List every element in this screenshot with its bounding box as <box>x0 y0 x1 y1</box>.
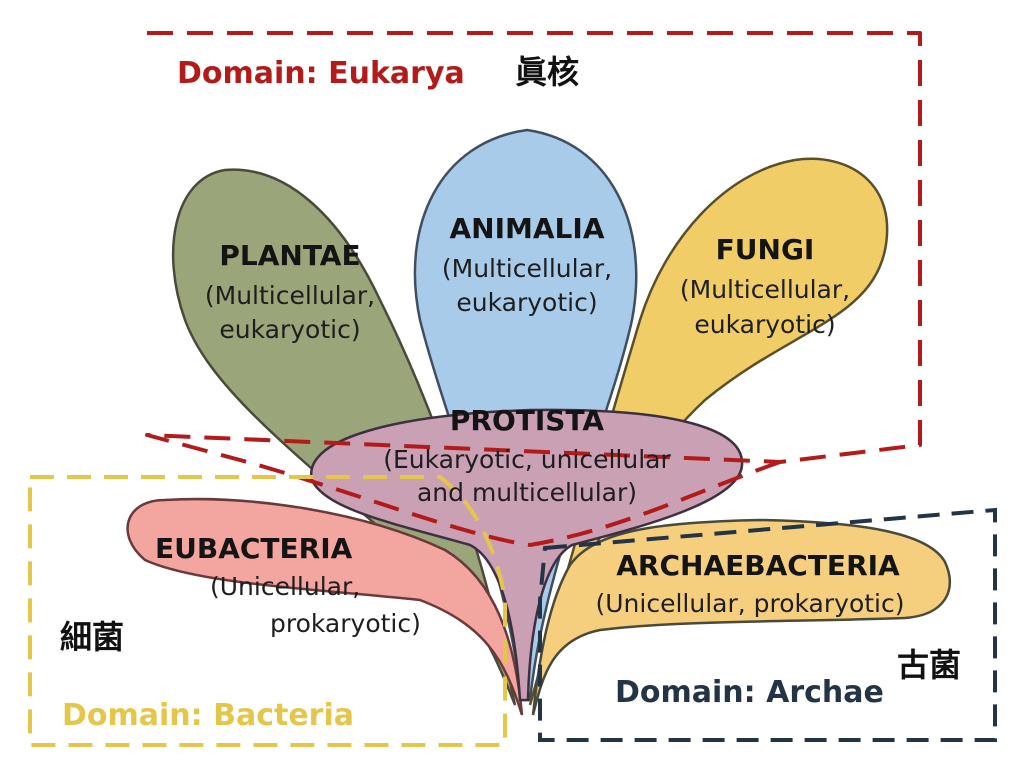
svg-text:PLANTAE: PLANTAE <box>219 239 360 272</box>
bacteria-kanji: 細菌 <box>60 618 124 656</box>
eukarya-domain-label: Domain: Eukarya <box>177 56 465 91</box>
protista-label: PROTISTA (Eukaryotic, unicellular and mu… <box>383 404 671 507</box>
svg-text:(Multicellular,: (Multicellular, <box>205 281 375 310</box>
svg-text:(Eukaryotic, unicellular: (Eukaryotic, unicellular <box>383 445 671 474</box>
svg-text:eukaryotic): eukaryotic) <box>694 310 835 339</box>
svg-text:eukaryotic): eukaryotic) <box>219 315 360 344</box>
animalia-label: ANIMALIA (Multicellular, eukaryotic) <box>442 212 612 317</box>
archae-kanji: 古菌 <box>897 646 961 684</box>
eukarya-kanji: 眞核 <box>515 53 579 91</box>
svg-text:prokaryotic): prokaryotic) <box>270 609 421 638</box>
svg-text:FUNGI: FUNGI <box>716 233 815 266</box>
bacteria-domain-box <box>28 475 507 747</box>
svg-text:EUBACTERIA: EUBACTERIA <box>155 532 353 565</box>
archae-domain-label: Domain: Archae <box>615 675 884 710</box>
svg-text:(Unicellular,: (Unicellular, <box>210 572 360 601</box>
eukarya-domain-box <box>145 31 922 547</box>
svg-text:(Multicellular,: (Multicellular, <box>680 275 850 304</box>
archaebacteria-label: ARCHAEBACTERIA (Unicellular, prokaryotic… <box>595 549 904 618</box>
plantae-label: PLANTAE (Multicellular, eukaryotic) <box>205 239 375 344</box>
svg-text:eukaryotic): eukaryotic) <box>456 288 597 317</box>
archaebacteria-petal <box>531 518 951 716</box>
eubacteria-petal <box>126 497 524 716</box>
svg-text:PROTISTA: PROTISTA <box>450 404 604 437</box>
svg-text:and multicellular): and multicellular) <box>417 478 637 507</box>
svg-text:ARCHAEBACTERIA: ARCHAEBACTERIA <box>616 549 900 582</box>
archae-domain-box <box>538 507 997 742</box>
fungi-label: FUNGI (Multicellular, eukaryotic) <box>680 233 850 339</box>
svg-text:(Unicellular, prokaryotic): (Unicellular, prokaryotic) <box>595 589 904 618</box>
svg-text:ANIMALIA: ANIMALIA <box>450 212 605 245</box>
protista-petal <box>310 408 744 702</box>
eubacteria-label: EUBACTERIA (Unicellular, prokaryotic) <box>155 532 421 638</box>
bacteria-domain-label: Domain: Bacteria <box>62 698 354 733</box>
svg-text:(Multicellular,: (Multicellular, <box>442 254 612 283</box>
